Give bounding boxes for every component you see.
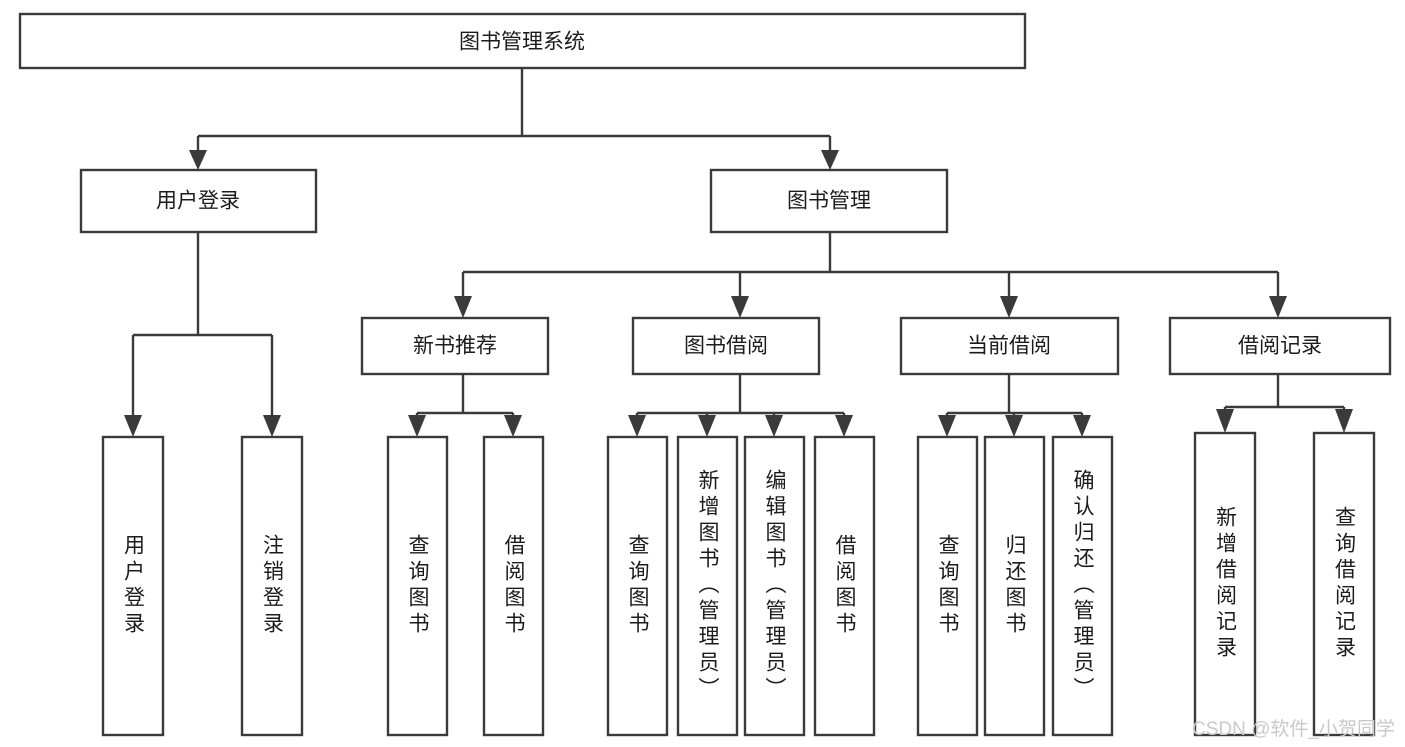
arrow-to-leaf-logout	[263, 415, 281, 437]
node-root-label: 图书管理系统	[459, 31, 585, 54]
arrow-cb-leaf1	[938, 415, 956, 437]
node-leaf-user-login-box[interactable]	[101, 435, 165, 737]
node-user-login-label: 用户登录	[156, 190, 240, 213]
node-book-mgmt-label: 图书管理	[787, 190, 871, 213]
arrow-bb-leaf4	[835, 415, 853, 437]
watermark-text: CSDN @软件_小贺同学	[1192, 719, 1395, 740]
node-leaf-bb-add-box[interactable]	[676, 435, 739, 737]
arrow-nb-leaf2	[504, 415, 522, 437]
arrow-to-leaf-user-login	[124, 415, 142, 437]
node-leaf-cb-confirm-box[interactable]	[1051, 435, 1114, 737]
node-book-borrow-box[interactable]	[631, 316, 821, 376]
arrow-to-book-borrow	[731, 296, 749, 318]
arrow-bb-leaf1	[628, 415, 646, 437]
node-new-book-label: 新书推荐	[413, 335, 497, 358]
node-leaf-cb-return-box[interactable]	[983, 435, 1046, 737]
node-leaf-br-add-box[interactable]	[1193, 431, 1257, 737]
node-book-borrow-label: 图书借阅	[684, 335, 768, 358]
node-root-box[interactable]	[18, 12, 1027, 70]
node-user-login-box[interactable]	[79, 168, 318, 234]
arrow-br-leaf1	[1216, 409, 1234, 433]
node-box-group: 图书管理系统 用户登录 图书管理 新书推荐 图书借阅 当前借阅 借阅记录	[18, 12, 1392, 737]
node-leaf-cb-query-box[interactable]	[916, 435, 979, 737]
arrow-bb-leaf2	[698, 415, 716, 437]
node-current-borrow-box[interactable]	[899, 316, 1120, 376]
node-leaf-bb-query-box[interactable]	[606, 435, 669, 737]
node-borrow-record-box[interactable]	[1168, 316, 1392, 376]
arrow-cb-leaf2	[1005, 415, 1023, 437]
arrow-to-current-borrow	[1000, 296, 1018, 318]
arrow-nb-leaf1	[408, 415, 426, 437]
arrow-bb-leaf3	[765, 415, 783, 437]
node-leaf-logout-box[interactable]	[240, 435, 304, 737]
node-book-mgmt-box[interactable]	[709, 168, 949, 234]
node-leaf-bb-edit-box[interactable]	[743, 435, 806, 737]
connector-group	[124, 68, 1353, 437]
arrow-to-user-login	[189, 150, 207, 170]
node-current-borrow-label: 当前借阅	[967, 335, 1051, 358]
arrow-to-new-book	[454, 296, 472, 318]
node-leaf-nb-borrow-box[interactable]	[482, 435, 545, 737]
node-leaf-br-query-box[interactable]	[1312, 431, 1376, 737]
node-leaf-bb-borrow-box[interactable]	[813, 435, 876, 737]
arrow-cb-leaf3	[1073, 415, 1091, 437]
arrow-to-borrow-record	[1269, 296, 1287, 318]
node-borrow-record-label: 借阅记录	[1238, 335, 1322, 358]
node-new-book-box[interactable]	[360, 316, 550, 376]
arrow-to-book-mgmt	[821, 150, 839, 170]
arrow-br-leaf2	[1335, 409, 1353, 433]
node-leaf-nb-query-box[interactable]	[386, 435, 449, 737]
